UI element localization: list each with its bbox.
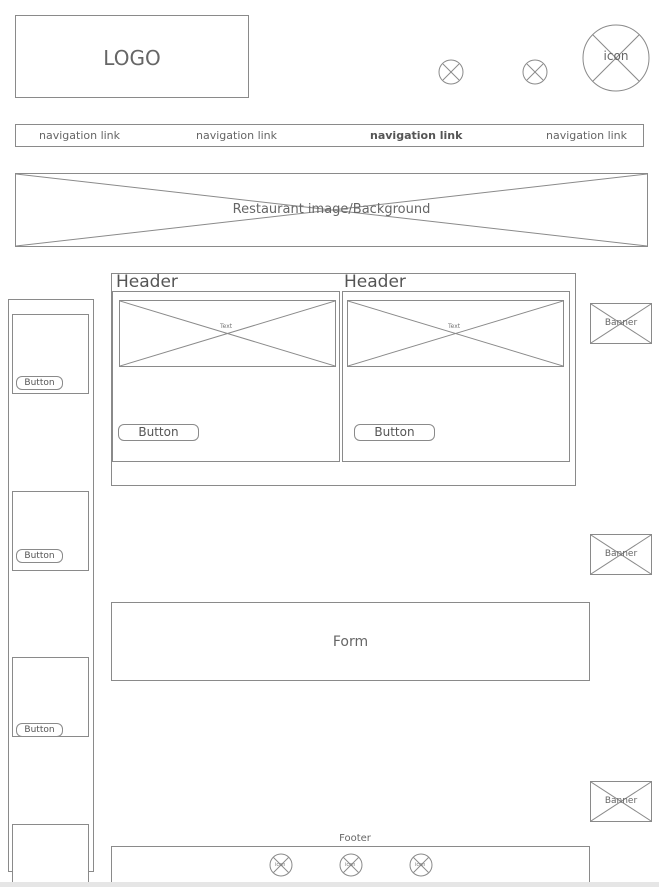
user-icon[interactable]: icon: [582, 24, 650, 92]
navigation-bar: navigation link navigation link navigati…: [15, 124, 644, 147]
sidebar-card: Button: [12, 314, 89, 394]
nav-link[interactable]: navigation link: [39, 129, 121, 142]
card-image-text: Text: [220, 323, 233, 330]
horizontal-scrollbar[interactable]: [0, 882, 659, 887]
card-image-text: Text: [448, 323, 461, 330]
social-icon[interactable]: icon: [269, 853, 293, 877]
content-card: Text Button: [112, 291, 340, 462]
logo[interactable]: LOGO: [15, 15, 249, 98]
card-header: Header: [344, 272, 406, 292]
banner-label: Banner: [604, 318, 638, 328]
form-label: Form: [332, 634, 369, 650]
sidebar-card: [12, 824, 89, 887]
sidebar-button[interactable]: Button: [16, 549, 63, 563]
banner-label: Banner: [604, 549, 638, 559]
close-icon[interactable]: [522, 59, 548, 85]
sidebar-button[interactable]: Button: [16, 376, 63, 390]
card-button[interactable]: Button: [118, 424, 199, 441]
hero-label: Restaurant image/Background: [232, 202, 431, 217]
content-card: Text Button: [342, 291, 570, 462]
social-icon-text: icon: [415, 862, 426, 868]
card-button[interactable]: Button: [354, 424, 435, 441]
banner[interactable]: Banner: [590, 303, 652, 344]
logo-text: LOGO: [103, 46, 161, 70]
footer-label: Footer: [339, 833, 371, 844]
form[interactable]: Form: [111, 602, 590, 681]
social-icon[interactable]: icon: [339, 853, 363, 877]
hero-image: Restaurant image/Background: [15, 173, 648, 247]
sidebar-button[interactable]: Button: [16, 723, 63, 737]
banner[interactable]: Banner: [590, 534, 652, 575]
sidebar-card: Button: [12, 491, 89, 571]
sidebar-card: Button: [12, 657, 89, 737]
card-image: Text: [119, 300, 336, 367]
social-icon-text: icon: [275, 862, 286, 868]
social-icon[interactable]: icon: [409, 853, 433, 877]
nav-link[interactable]: navigation link: [546, 129, 628, 142]
close-icon[interactable]: [438, 59, 464, 85]
card-image: Text: [347, 300, 564, 367]
nav-link-active[interactable]: navigation link: [370, 129, 463, 142]
footer: icon icon icon: [111, 846, 590, 887]
banner[interactable]: Banner: [590, 781, 652, 822]
icon-label: icon: [603, 49, 629, 63]
sidebar: [8, 299, 94, 872]
social-icon-text: icon: [345, 862, 356, 868]
banner-label: Banner: [604, 796, 638, 806]
nav-link[interactable]: navigation link: [196, 129, 278, 142]
card-header: Header: [116, 272, 178, 292]
